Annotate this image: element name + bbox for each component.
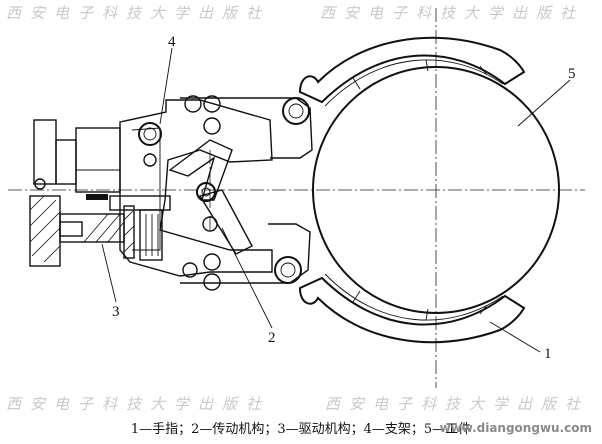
lower-finger-jaw (298, 276, 526, 344)
label-part-4: 4 (168, 34, 176, 50)
drive-piston (59, 213, 125, 243)
drive-rod (109, 195, 171, 211)
label-part-1: 1 (544, 346, 552, 362)
site-watermark: www.diangongwu.com (439, 421, 592, 435)
leader-1 (489, 321, 541, 353)
lower-jaw-pad (324, 273, 504, 321)
leader-3 (101, 243, 117, 303)
lower-jaw-pivot (274, 256, 302, 284)
center-pivot-pin (196, 182, 216, 202)
drive-housing (29, 195, 61, 267)
watermark-top: 西安电子科技大学出版社 (6, 4, 271, 22)
label-part-2: 2 (268, 330, 276, 346)
label-part-5: 5 (568, 66, 576, 82)
figure-caption: 1—手指；2—传动机构；3—驱动机构；4—支架；5—工件 (130, 422, 472, 437)
leader-4 (159, 47, 173, 125)
watermark-top-right: 西安电子科技大学出版社 (320, 4, 585, 22)
leader-5 (517, 79, 571, 127)
label-part-3: 3 (112, 304, 120, 320)
watermark-bottom: 西安电子科技大学出版社 (6, 395, 271, 413)
watermark-bottom-right: 西安电子科技大学出版社 (325, 395, 590, 413)
upper-finger-jaw (298, 36, 526, 104)
workpiece-circle (312, 66, 560, 314)
upper-link-pin (138, 122, 162, 146)
drive-spring-block (139, 209, 163, 261)
upper-jaw-pad (324, 59, 504, 107)
drive-flange (33, 119, 57, 185)
leader-2 (221, 227, 273, 329)
upper-jaw-pivot (282, 97, 310, 125)
lower-finger-arm (180, 223, 311, 284)
upper-finger-arm (180, 97, 313, 159)
